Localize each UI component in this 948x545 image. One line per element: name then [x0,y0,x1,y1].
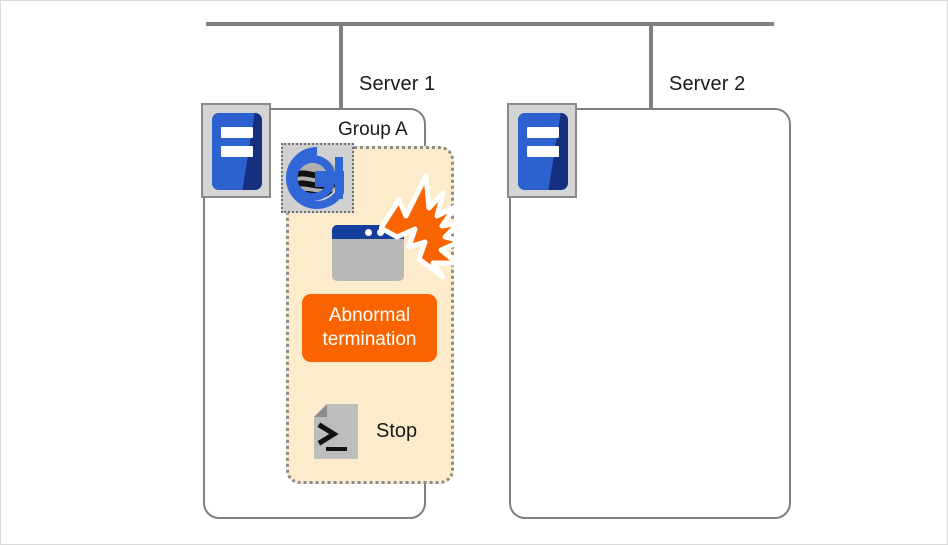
abnormal-termination-line-1: Abnormal [328,305,411,326]
server-machine-icon-2 [507,103,577,198]
abnormal-termination-line-2: termination [322,329,417,350]
stop-script-label: Stop [376,420,418,442]
failure-burst-icon [378,171,474,281]
server-machine-slot-2 [527,146,559,157]
window-dot-icon [377,229,384,236]
stop-script-icon [314,404,358,459]
network-bus-line [206,22,774,26]
server-machine-slot-1 [527,127,559,138]
product-g-logo-icon [281,143,354,213]
abnormal-termination-status-chip: Abnormal termination [302,294,437,362]
network-drop-line-server-1 [339,22,343,108]
group-a-label: Group A [338,119,408,140]
window-dot-icon [365,229,372,236]
stop-script-row: Stop [314,404,417,459]
server-machine-body [212,113,262,190]
abnormal-termination-text: Abnormal termination [323,304,417,352]
server-machine-body [518,113,568,190]
network-drop-line-server-2 [649,22,653,108]
server-machine-icon-1 [201,103,271,198]
server-machine-slot-1 [221,127,253,138]
server-machine-slot-2 [221,146,253,157]
server-2-label: Server 2 [669,73,746,95]
server-1-label: Server 1 [359,73,436,95]
